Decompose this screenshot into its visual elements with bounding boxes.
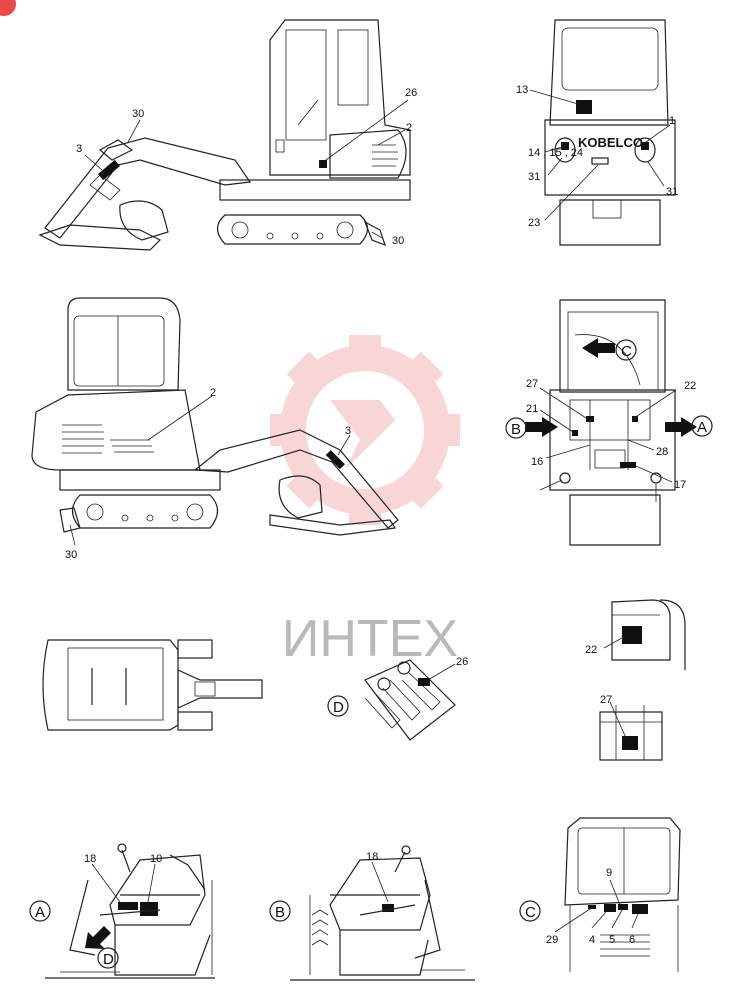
label-29b: 30 [392, 235, 404, 247]
detail-19 [611, 599, 686, 670]
label-19: 22 [585, 644, 597, 656]
label-16a: 18 [84, 853, 96, 865]
label-4: 4 [589, 934, 595, 946]
marker-d-circle [327, 695, 349, 717]
label-20: 23 [528, 217, 540, 229]
label-27: 27 [600, 694, 612, 706]
leaders-view-a [91, 863, 156, 903]
console-view-a [45, 843, 215, 979]
label-17: 21 [526, 403, 538, 415]
watermark-gear [270, 335, 460, 525]
label-26: 26 [405, 87, 417, 99]
marker-b: B [511, 421, 521, 438]
label-29c: 30 [65, 549, 77, 561]
label-29a: 30 [132, 108, 144, 120]
label-28: 29 [546, 934, 558, 946]
leaders-view-2 [529, 89, 671, 221]
leaders-view-1 [84, 99, 409, 239]
label-11: 13 [516, 84, 528, 96]
brand-logo: KOBELCO [578, 135, 643, 150]
marker-a-circle [691, 415, 713, 437]
label-6: 6 [629, 934, 635, 946]
arrow-c-view [582, 338, 615, 358]
marker-d2: D [103, 951, 114, 968]
label-22: 27 [526, 378, 538, 390]
leaders-view-4 [539, 387, 677, 502]
label-1: 1 [669, 115, 675, 127]
label-14-15-24: 17 [674, 479, 686, 491]
arrow-a-view [665, 417, 697, 437]
marker-c: C [621, 343, 632, 360]
marker-c-circle [615, 339, 637, 361]
marker-a2-circle [29, 900, 51, 922]
detail-27 [599, 705, 663, 761]
label-30b: 31 [666, 186, 678, 198]
lever-closeup-d [364, 659, 456, 741]
excavator-front-view [549, 299, 676, 546]
label-2b: 2 [210, 387, 216, 399]
label-16b: 18 [366, 851, 378, 863]
marker-a: A [697, 419, 707, 436]
corner-badge [0, 0, 16, 16]
label-23: 28 [656, 446, 668, 458]
marker-c2: C [525, 904, 536, 921]
label-5: 5 [609, 934, 615, 946]
cab-view-c [564, 817, 681, 972]
watermark-text: ИНТЕХ [282, 610, 458, 668]
marker-c2-circle [519, 900, 541, 922]
marker-b-circle [505, 417, 527, 439]
marker-d2-circle [97, 947, 119, 969]
label-12: 14 , 15 , 24 [528, 147, 583, 159]
excavator-top-view [42, 639, 263, 731]
label-9: 9 [606, 867, 612, 879]
marker-a2: A [35, 904, 45, 921]
excavator-side-view-2 [31, 297, 399, 536]
leaders-view-c [554, 879, 639, 933]
marker-b2: B [275, 904, 285, 921]
arrow-b-view [525, 417, 558, 437]
label-18: 22 [684, 380, 696, 392]
label-21: 26 [456, 656, 468, 668]
marker-d: D [333, 699, 344, 716]
label-13: 16 [531, 456, 543, 468]
arrow-d-view [85, 926, 111, 949]
marker-b2-circle [269, 900, 291, 922]
excavator-rear-view: KOBELCO [544, 19, 676, 246]
label-3a: 3 [76, 143, 82, 155]
label-30a: 31 [528, 171, 540, 183]
label-10: 10 [150, 853, 162, 865]
label-3b: 3 [345, 425, 351, 437]
label-2a: 2 [406, 122, 412, 134]
console-view-b [290, 845, 475, 981]
excavator-side-view-1 [38, 19, 411, 251]
leaders-view-3 [69, 395, 351, 546]
